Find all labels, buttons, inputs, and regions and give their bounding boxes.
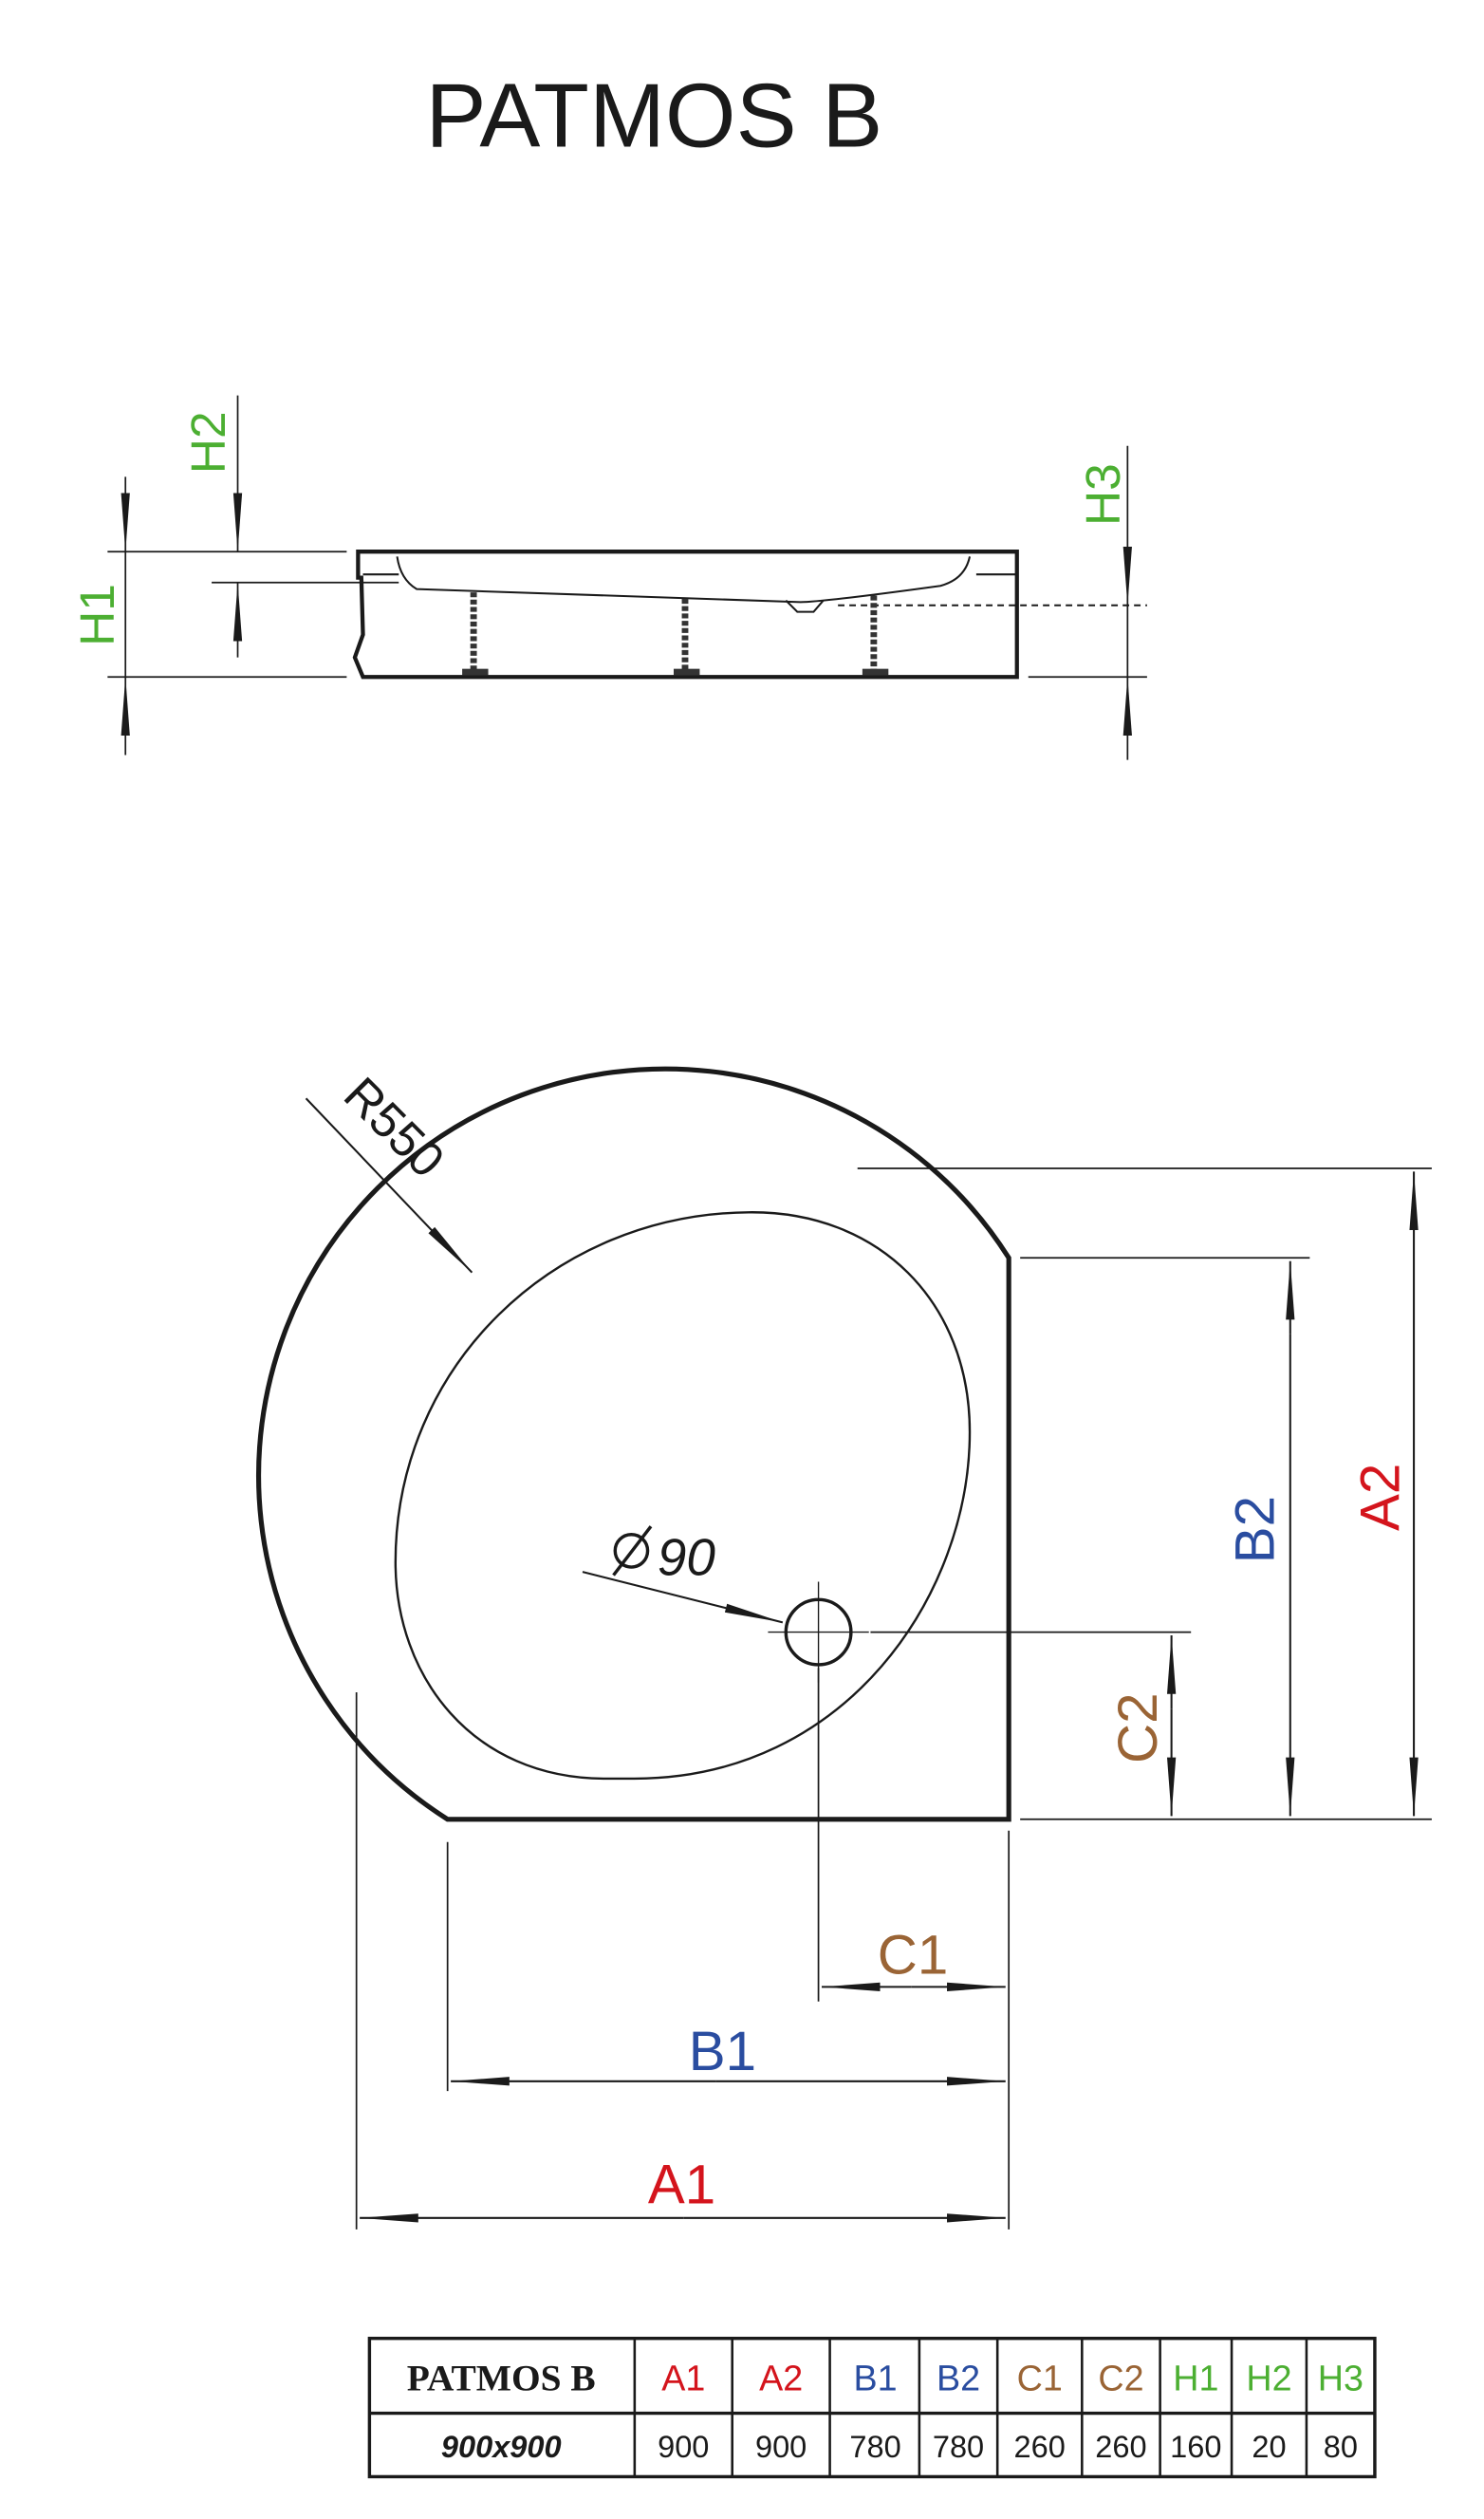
drain-diameter-label: 90	[658, 1528, 716, 1587]
table-header-c1: C1	[1017, 2359, 1063, 2398]
table-header-h2: H2	[1246, 2359, 1291, 2398]
tray-outline	[255, 1066, 1011, 1822]
h2-label: H2	[180, 411, 235, 474]
h1-label: H1	[69, 584, 124, 646]
table-header-h3: H3	[1318, 2359, 1363, 2398]
table-header-h1: H1	[1173, 2359, 1218, 2398]
table-cell: 900	[755, 2430, 807, 2464]
table-cell: 260	[1014, 2430, 1066, 2464]
side-view: H1 H2 H3	[69, 395, 1147, 760]
table-cell-size: 900x900	[441, 2430, 562, 2464]
table-row: 900x900 900 900 780 780 260 260 160 20 8…	[441, 2430, 1358, 2464]
table-cell: 160	[1170, 2430, 1221, 2464]
table-cell: 80	[1324, 2430, 1358, 2464]
b1-label: B1	[689, 2021, 756, 2082]
table-header-a1: A1	[661, 2359, 705, 2398]
table-cell: 780	[849, 2430, 900, 2464]
dimensions-table: PATMOS B A1 A2 B1 B2 C1 C2 H1 H2 H3 900x…	[367, 2336, 1377, 2479]
table-cell: 260	[1095, 2430, 1146, 2464]
c2-label: C2	[1107, 1693, 1169, 1764]
plan-view: R550 90 A2 B2 C2 C1 B1 A1	[255, 1066, 1432, 2230]
table-header-a2: A2	[759, 2359, 803, 2398]
table-model: PATMOS B	[407, 2358, 596, 2399]
h3-label: H3	[1075, 463, 1130, 526]
table-header-c2: C2	[1098, 2359, 1143, 2398]
table-header-b2: B2	[937, 2359, 980, 2398]
a1-label: A1	[648, 2154, 715, 2215]
table-cell: 780	[933, 2430, 984, 2464]
diameter-icon	[612, 1525, 653, 1577]
a2-label: A2	[1350, 1464, 1412, 1531]
leveling-feet	[470, 592, 878, 671]
table-cell: 900	[658, 2430, 709, 2464]
table-header-b1: B1	[854, 2359, 898, 2398]
c1-label: C1	[878, 1925, 949, 1987]
table-cell: 20	[1252, 2430, 1286, 2464]
page-title: PATMOS B	[426, 65, 883, 166]
b2-label: B2	[1225, 1496, 1287, 1563]
basin-outline	[394, 1211, 972, 1781]
